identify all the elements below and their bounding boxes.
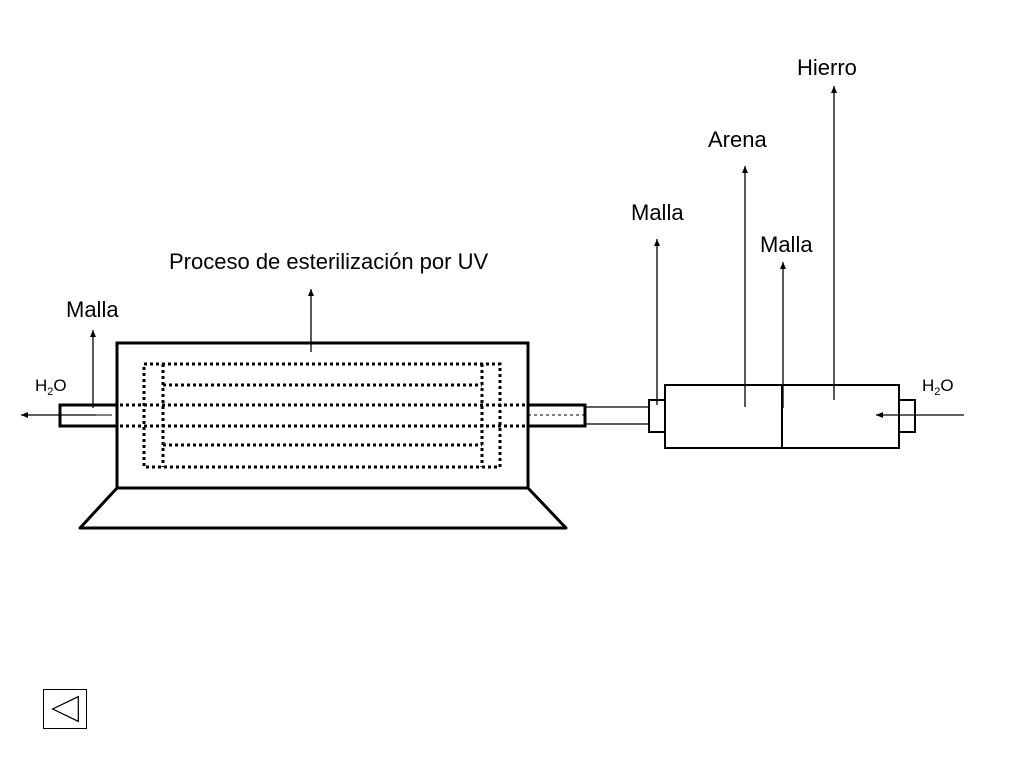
water-in-label: H2O (922, 376, 954, 398)
water-out-subscript: 2 (47, 386, 53, 398)
filter-unit (648, 384, 916, 449)
water-in-h: H (922, 376, 934, 395)
uv-unit-housing (115, 341, 530, 490)
malla-right-1-label: Malla (631, 200, 684, 225)
water-in-subscript: 2 (934, 386, 940, 398)
triangle-left-icon (51, 695, 79, 723)
arena-label: Arena (708, 127, 767, 152)
water-out-o: O (53, 376, 66, 395)
filter-inlet-cap (898, 399, 916, 433)
connecting-pipe (585, 406, 649, 425)
uv-unit (58, 341, 587, 530)
malla-right-2-label: Malla (760, 232, 813, 257)
arrows (21, 86, 964, 418)
malla-left-label: Malla (66, 297, 119, 322)
uv-lamp-assembly (96, 362, 528, 469)
hierro-label: Hierro (797, 55, 857, 80)
water-out-label: H2O (35, 376, 67, 398)
uv-unit-stand (78, 486, 568, 530)
water-out-h: H (35, 376, 47, 395)
uv-process-label: Proceso de esterilización por UV (169, 249, 488, 274)
back-button[interactable] (43, 689, 87, 729)
water-in-o: O (940, 376, 953, 395)
